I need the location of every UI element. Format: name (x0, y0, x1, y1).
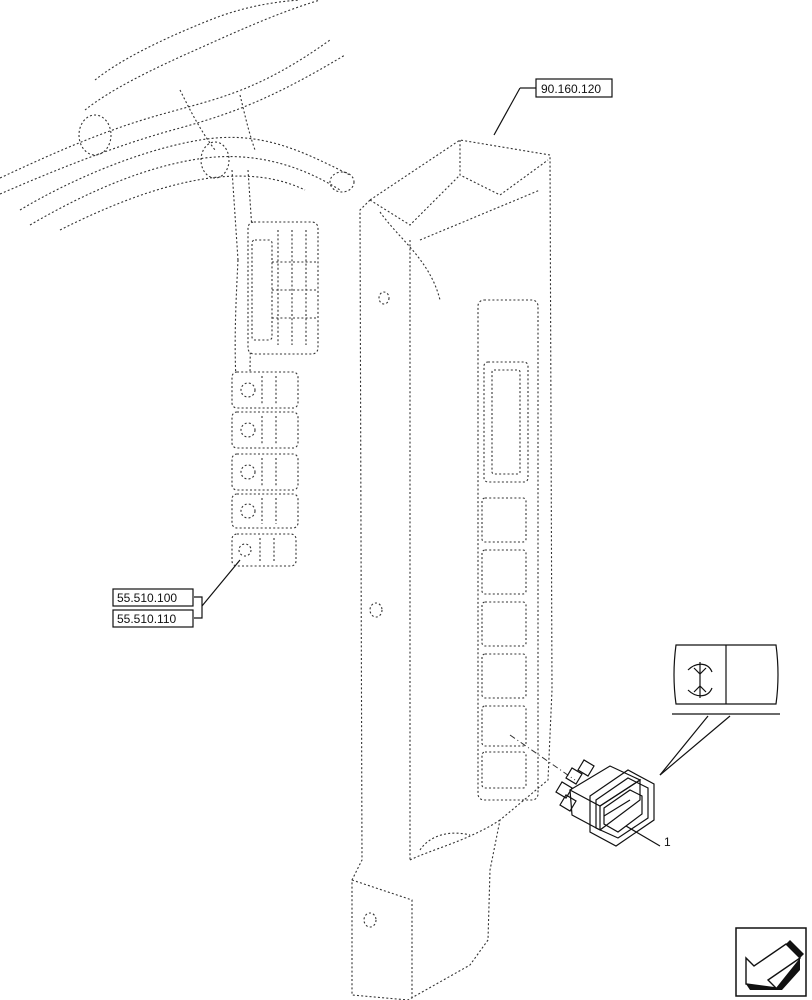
connector-stack (231, 371, 299, 567)
reference-callout-pair: 55.510.100 55.510.110 (112, 559, 241, 628)
hazard-switch-symbol-icon (687, 662, 713, 698)
reference-label-55-510-110: 55.510.110 (117, 612, 176, 626)
item-1-callout: 1 (625, 825, 671, 849)
item-number-label: 1 (664, 835, 671, 849)
arrow-next-page-icon[interactable] (735, 927, 807, 997)
rocker-switch (555, 759, 655, 847)
assembly-leader-line (509, 734, 576, 781)
reference-callout-top: 90.160.120 (493, 78, 613, 136)
pillar-trim-panel (351, 139, 553, 1000)
switch-symbol-detail (659, 644, 780, 776)
reference-label-55-510-100: 55.510.100 (117, 591, 177, 605)
connector-block (247, 221, 319, 355)
reference-label-90-160-120: 90.160.120 (541, 82, 601, 96)
